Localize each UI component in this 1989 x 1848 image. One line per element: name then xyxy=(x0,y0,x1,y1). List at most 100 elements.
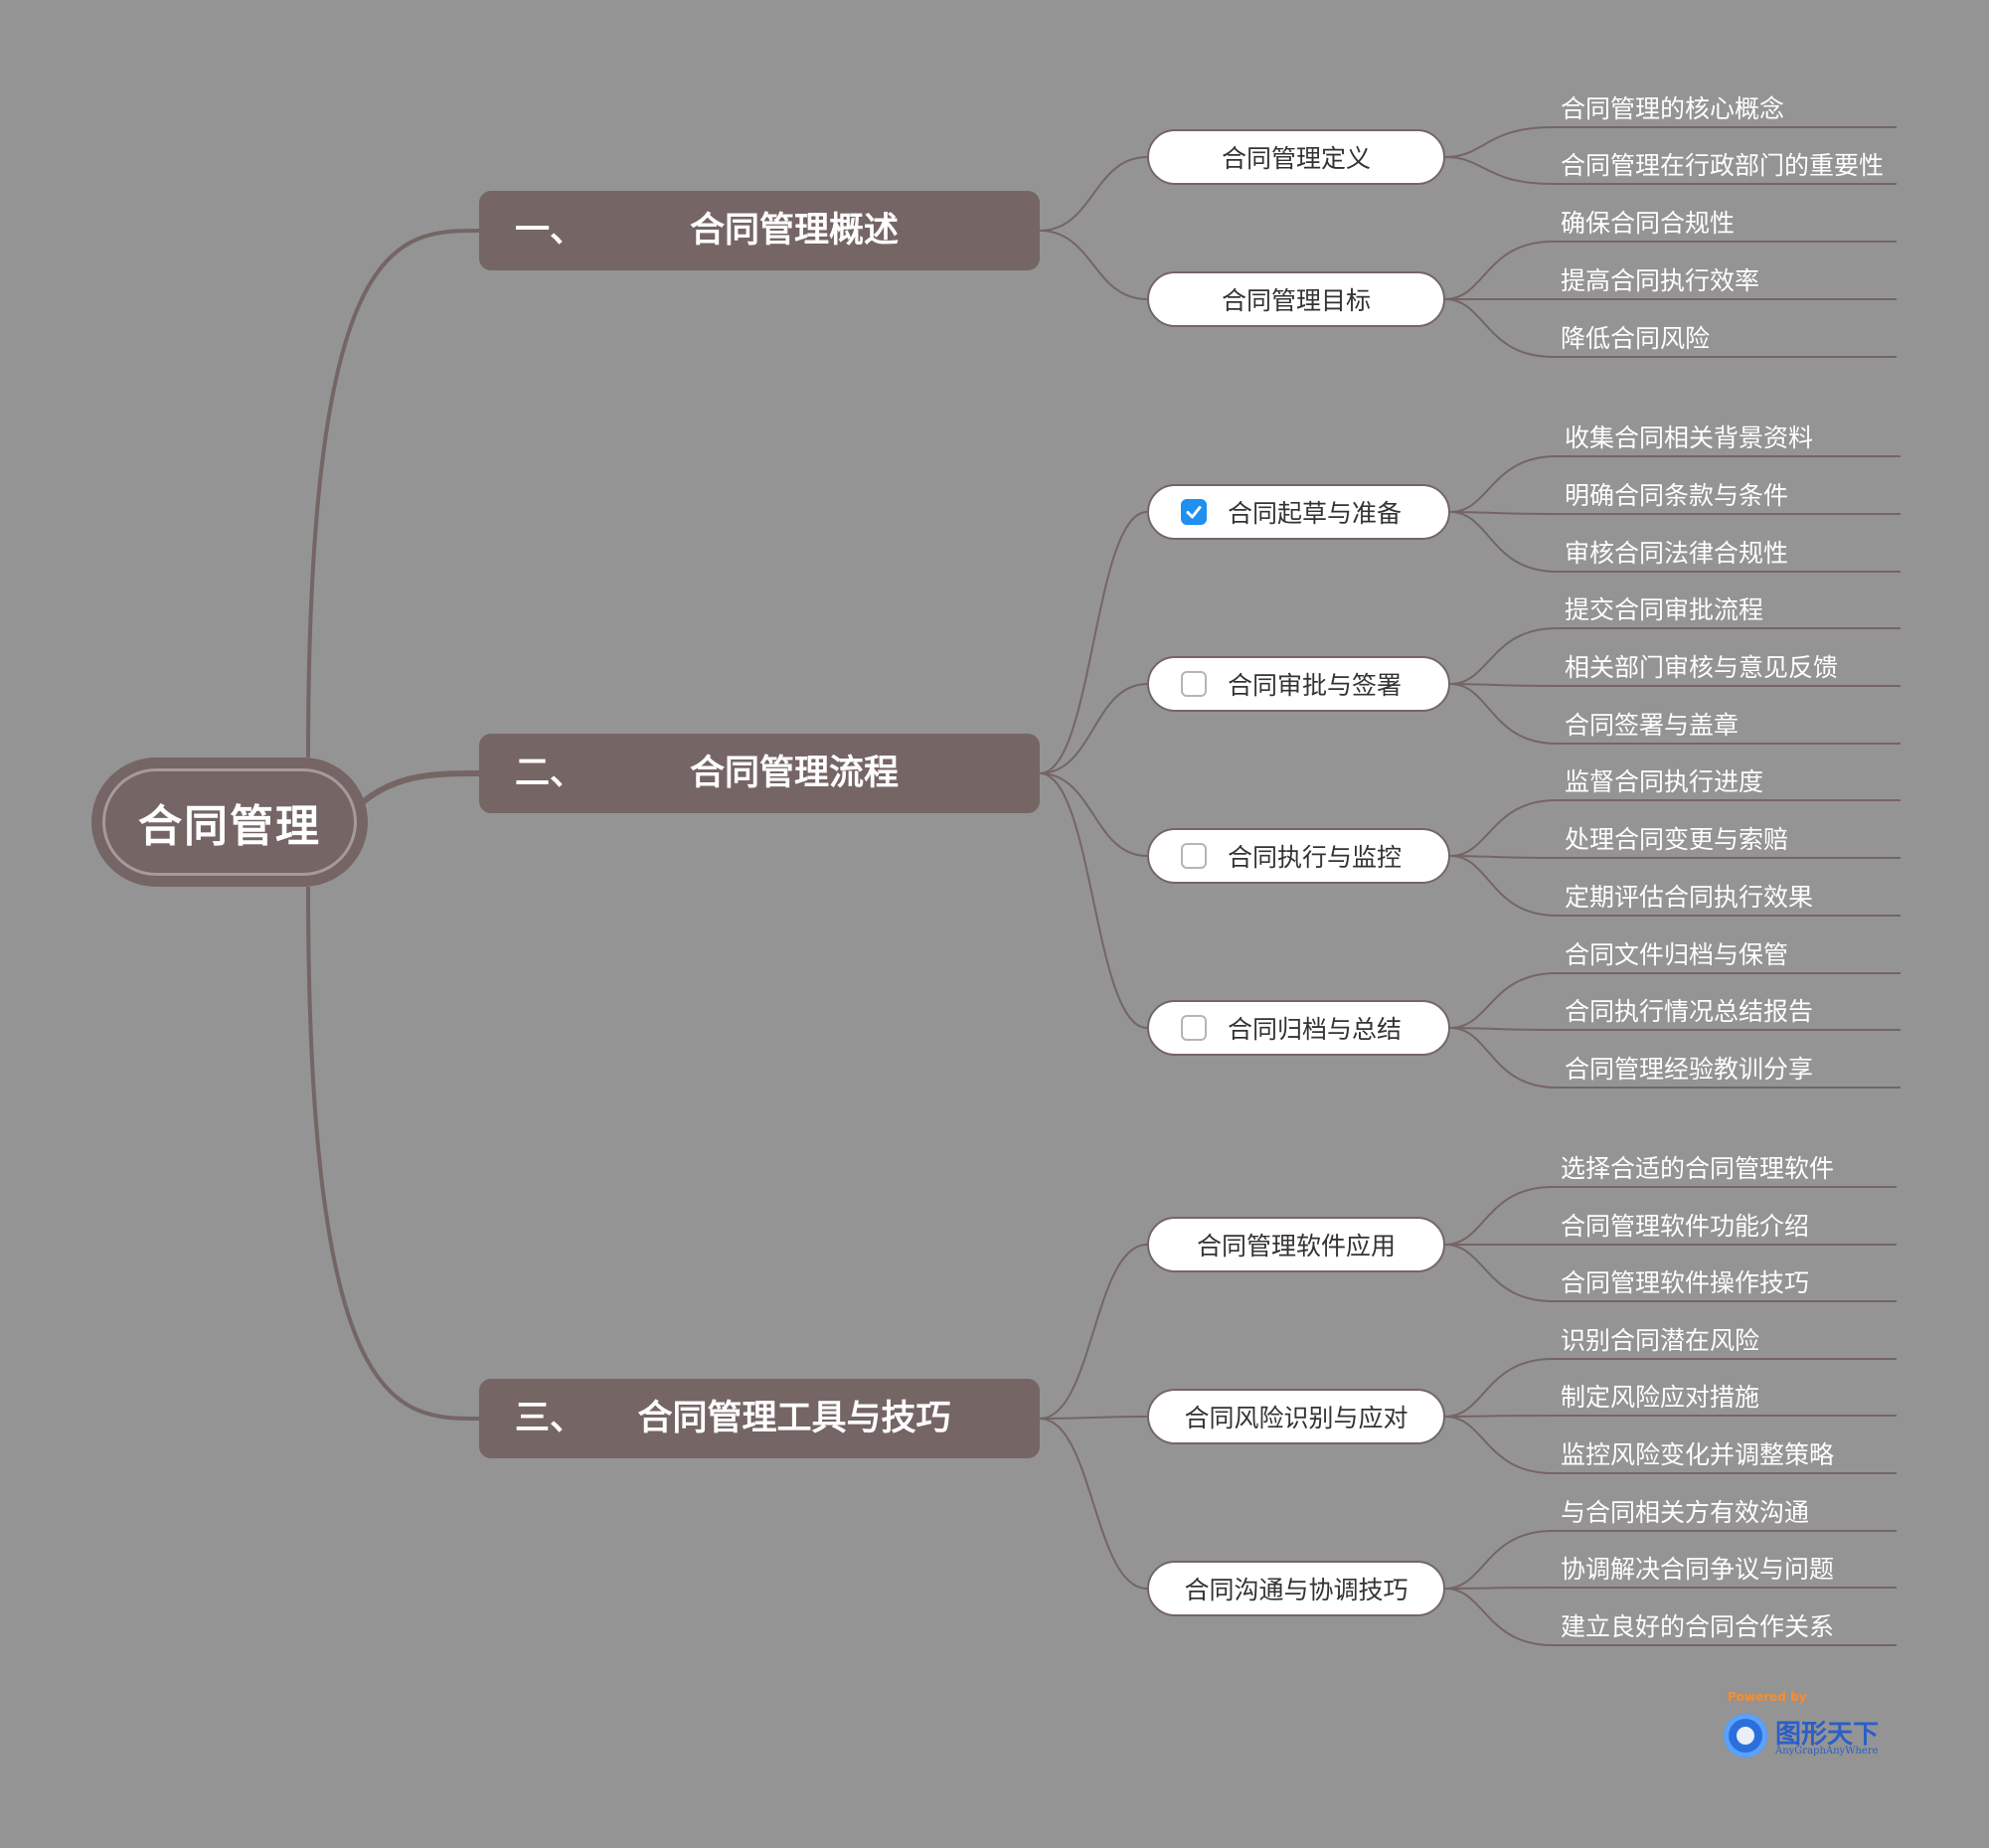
leaf-item[interactable]: 监督合同执行进度 xyxy=(1565,767,1764,796)
section-node[interactable]: 三、 合同管理工具与技巧 xyxy=(479,1379,1040,1458)
topic-node[interactable]: 合同管理软件应用 xyxy=(1147,1217,1445,1272)
topic-label: 合同归档与总结 xyxy=(1228,1015,1403,1044)
leaf-item[interactable]: 合同管理在行政部门的重要性 xyxy=(1561,151,1885,180)
connector-topic-to-item xyxy=(1449,855,1901,917)
leaf-item[interactable]: 提交合同审批流程 xyxy=(1565,595,1764,624)
leaf-item[interactable]: 识别合同潜在风险 xyxy=(1561,1326,1760,1355)
topic-node[interactable]: 合同归档与总结 xyxy=(1147,1000,1450,1056)
leaf-item[interactable]: 收集合同相关背景资料 xyxy=(1565,423,1814,452)
connector-root-to-section xyxy=(306,229,480,758)
watermark-logo: Powered by 图形天下 AnyGraphAnyWhere xyxy=(1724,1690,1903,1760)
topic-label: 合同管理软件应用 xyxy=(1196,1232,1396,1260)
topic-node[interactable]: 合同起草与准备 xyxy=(1147,484,1450,540)
leaf-item[interactable]: 降低合同风险 xyxy=(1561,324,1711,353)
leaf-item[interactable]: 合同签署与盖章 xyxy=(1565,711,1740,740)
watermark-brand: 图形天下 xyxy=(1775,1720,1880,1750)
connector-root-to-section xyxy=(306,886,480,1421)
connector-topic-to-item xyxy=(1449,855,1901,859)
leaf-item[interactable]: 选择合适的合同管理软件 xyxy=(1561,1154,1835,1183)
leaf-item[interactable]: 合同管理软件功能介绍 xyxy=(1561,1212,1810,1241)
section-node[interactable]: 一、 合同管理概述 xyxy=(479,191,1040,270)
leaf-item[interactable]: 合同管理的核心概念 xyxy=(1561,94,1785,123)
watermark-powered-text: Powered by xyxy=(1728,1690,1807,1704)
leaf-item[interactable]: 合同文件归档与保管 xyxy=(1565,940,1789,969)
connector-section-to-topic xyxy=(1039,156,1148,232)
connector-topic-to-item xyxy=(1449,1027,1901,1089)
connector-topic-to-item xyxy=(1449,683,1901,745)
topic-node[interactable]: 合同沟通与协调技巧 xyxy=(1147,1561,1445,1616)
topic-node[interactable]: 合同管理目标 xyxy=(1147,271,1445,327)
leaf-item[interactable]: 制定风险应对措施 xyxy=(1561,1383,1760,1412)
section-title: 合同管理概述 xyxy=(689,211,899,251)
checkbox-checked-icon[interactable] xyxy=(1181,499,1207,525)
leaf-item[interactable]: 协调解决合同争议与问题 xyxy=(1561,1555,1835,1584)
section-title: 合同管理流程 xyxy=(689,754,899,793)
connector-topic-to-item xyxy=(1444,1244,1897,1302)
connector-topic-to-item xyxy=(1444,1358,1897,1418)
connector-topic-to-item xyxy=(1449,511,1901,573)
leaf-item[interactable]: 确保合同合规性 xyxy=(1561,209,1736,238)
section-number: 二、 xyxy=(515,754,585,793)
brand-logo-icon xyxy=(1724,1714,1767,1758)
connector-section-to-topic xyxy=(1039,1244,1148,1420)
connector-topic-to-item xyxy=(1449,799,1901,857)
connector-topic-to-item xyxy=(1449,455,1901,513)
topic-label: 合同起草与准备 xyxy=(1228,499,1403,528)
topic-label: 合同审批与签署 xyxy=(1228,671,1403,700)
leaf-item[interactable]: 审核合同法律合规性 xyxy=(1565,539,1789,568)
topic-node[interactable]: 合同管理定义 xyxy=(1147,129,1445,185)
topic-label: 合同风险识别与应对 xyxy=(1184,1404,1409,1432)
connector-topic-to-item xyxy=(1444,1186,1897,1246)
connector-topic-to-item xyxy=(1449,683,1901,687)
connector-topic-to-item xyxy=(1444,1530,1897,1590)
connector-topic-to-item xyxy=(1444,241,1897,300)
checkbox-icon[interactable] xyxy=(1181,843,1207,869)
leaf-item[interactable]: 建立良好的合同合作关系 xyxy=(1561,1612,1835,1641)
connector-section-to-topic xyxy=(1039,683,1148,774)
topic-label: 合同沟通与协调技巧 xyxy=(1184,1576,1409,1604)
connector-topic-to-item xyxy=(1449,972,1901,1029)
leaf-item[interactable]: 监控风险变化并调整策略 xyxy=(1561,1440,1835,1469)
checkbox-icon[interactable] xyxy=(1181,1015,1207,1041)
connector-section-to-topic xyxy=(1039,772,1148,857)
section-number: 三、 xyxy=(515,1399,585,1438)
connector-topic-to-item xyxy=(1444,1416,1897,1474)
leaf-item[interactable]: 合同执行情况总结报告 xyxy=(1565,997,1814,1026)
leaf-item[interactable]: 明确合同条款与条件 xyxy=(1565,481,1789,510)
leaf-item[interactable]: 处理合同变更与索赔 xyxy=(1565,825,1789,854)
connector-topic-to-item xyxy=(1444,298,1897,358)
leaf-item[interactable]: 相关部门审核与意见反馈 xyxy=(1565,653,1839,682)
section-node[interactable]: 二、 合同管理流程 xyxy=(479,734,1040,813)
leaf-item[interactable]: 定期评估合同执行效果 xyxy=(1565,883,1814,912)
topic-node[interactable]: 合同执行与监控 xyxy=(1147,828,1450,884)
leaf-item[interactable]: 提高合同执行效率 xyxy=(1561,266,1760,295)
connector-topic-to-item xyxy=(1444,1587,1897,1590)
leaf-item[interactable]: 合同管理软件操作技巧 xyxy=(1561,1268,1810,1297)
connector-topic-to-item xyxy=(1444,126,1897,158)
root-label: 合同管理 xyxy=(102,768,357,876)
connector-root-to-section xyxy=(361,770,480,805)
watermark-brand-en: AnyGraphAnyWhere xyxy=(1775,1746,1879,1757)
topic-node[interactable]: 合同审批与签署 xyxy=(1147,656,1450,712)
section-number: 一、 xyxy=(515,211,585,251)
connector-section-to-topic xyxy=(1039,511,1148,774)
checkbox-icon[interactable] xyxy=(1181,671,1207,697)
connector-topic-to-item xyxy=(1449,1027,1901,1031)
connector-topic-to-item xyxy=(1444,1415,1897,1418)
section-title: 合同管理工具与技巧 xyxy=(637,1399,951,1438)
topic-node[interactable]: 合同风险识别与应对 xyxy=(1147,1389,1445,1444)
connector-section-to-topic xyxy=(1039,230,1148,300)
topic-label: 合同管理定义 xyxy=(1221,144,1371,173)
leaf-item[interactable]: 与合同相关方有效沟通 xyxy=(1561,1498,1810,1527)
connector-topic-to-item xyxy=(1444,1588,1897,1646)
connector-section-to-topic xyxy=(1039,1416,1148,1420)
leaf-item[interactable]: 合同管理经验教训分享 xyxy=(1565,1055,1814,1084)
connector-section-to-topic xyxy=(1039,772,1148,1029)
connector-section-to-topic xyxy=(1039,1418,1148,1590)
connector-topic-to-item xyxy=(1449,511,1901,515)
root-node[interactable]: 合同管理 xyxy=(91,757,368,887)
connector-topic-to-item xyxy=(1449,627,1901,685)
connector-topic-to-item xyxy=(1444,156,1897,185)
